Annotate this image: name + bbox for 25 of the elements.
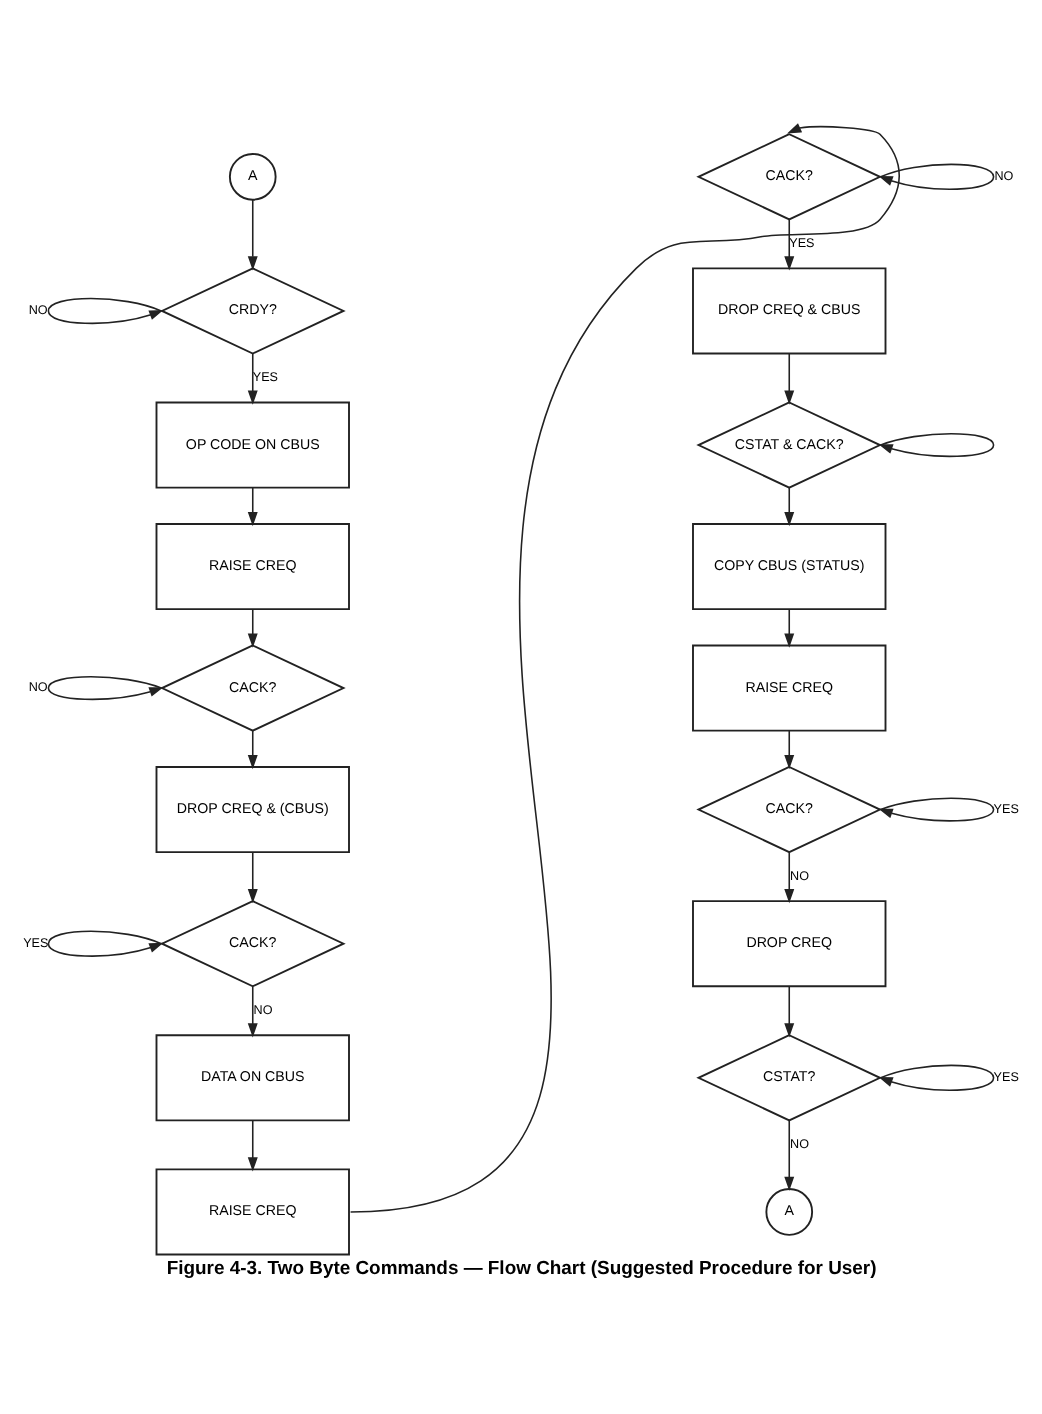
caption: Figure 4-3. Two Byte Commands — Flow Chart (Suggested Procedure for User) [166, 1258, 877, 1281]
arrow [784, 730, 795, 770]
arrow [878, 797, 995, 822]
arrow [349, 123, 900, 1213]
arrow [247, 851, 258, 904]
arrow [784, 1120, 795, 1191]
arrow [247, 353, 258, 405]
arrow [784, 353, 795, 405]
arrow [878, 163, 995, 190]
arrow [247, 985, 258, 1038]
arrow [247, 730, 258, 770]
arrow [247, 608, 258, 648]
arrow [784, 985, 795, 1038]
arrow [784, 851, 795, 904]
arrow [47, 930, 164, 957]
arrow [47, 297, 164, 325]
arrow [47, 676, 164, 701]
arrow [784, 608, 795, 648]
arrow [247, 487, 258, 527]
arrow [878, 433, 995, 458]
arrow [878, 1064, 995, 1091]
arrow [784, 487, 795, 527]
arrow [247, 1120, 258, 1172]
arrow [784, 219, 795, 271]
arrow [247, 199, 258, 271]
